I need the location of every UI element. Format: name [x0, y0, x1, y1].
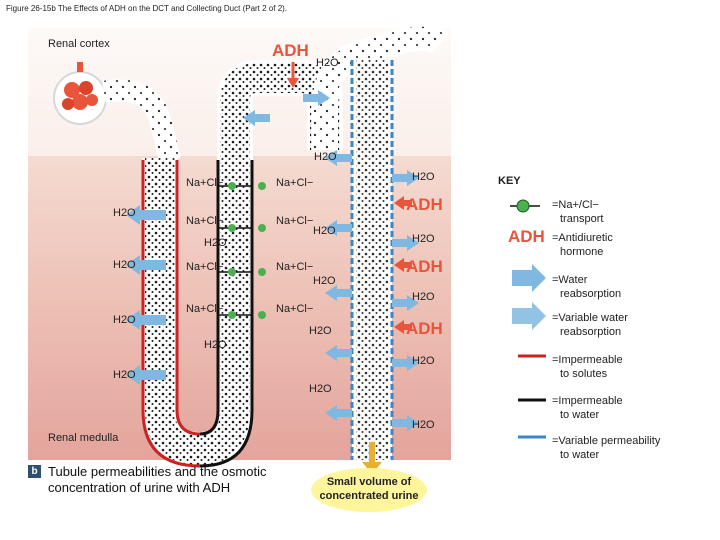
adh-label-2: ADH [406, 257, 443, 276]
key-item-variable-water: =Variable water reabsorption [552, 312, 628, 338]
loop-fluid [145, 63, 340, 466]
ascending-limb-inner-wall [199, 160, 220, 436]
h2o-label: H2O [113, 314, 136, 326]
adh-label-top: ADH [272, 41, 309, 60]
key-item-water-reabsorption: =Water reabsorption [552, 274, 622, 300]
nacl-label: Na+Cl− [276, 303, 313, 315]
urine-flow-arrow-icon [362, 462, 382, 474]
nacl-label: Na+Cl− [276, 177, 313, 189]
h2o-label: H2O [113, 207, 136, 219]
glomerulus [62, 62, 98, 110]
h2o-label: H2O [113, 369, 136, 381]
key-item-impermeable-water: =Impermeable to water [552, 395, 623, 421]
h2o-label: H2O [204, 339, 227, 351]
h2o-label: H2O [113, 259, 136, 271]
adh-label-3: ADH [406, 319, 443, 338]
descending-limb-outer-wall [141, 160, 201, 468]
nacl-label: Na+Cl− [276, 261, 313, 273]
collecting-duct-fluid [356, 60, 388, 460]
adh-arrows-collecting-duct [394, 196, 412, 334]
figure-caption: Figure 26-15b The Effects of ADH on the … [6, 4, 288, 13]
nacl-label: Na+Cl− [186, 261, 223, 273]
h2o-label: H2O [314, 151, 337, 163]
h2o-label: H2O [316, 57, 339, 69]
proximal-tubule-fluid [102, 79, 181, 163]
h2o-label: H2O [313, 225, 336, 237]
part-description: Tubule permeabilities and the osmotic co… [48, 464, 267, 495]
h2o-label: H2O [309, 383, 332, 395]
h2o-label: H2O [309, 325, 332, 337]
adh-label-1: ADH [406, 195, 443, 214]
water-arrows-descending [126, 205, 166, 385]
renal-medulla-label: Renal medulla [48, 432, 119, 444]
h2o-label: H2O [204, 237, 227, 249]
nacl-label: Na+Cl− [186, 215, 223, 227]
descending-limb-inner-wall [175, 160, 201, 436]
key-variable-water-icon [512, 302, 546, 330]
key-item-transport: =Na+/Cl− transport [552, 199, 604, 225]
ascending-limb-outer-wall [199, 160, 254, 468]
key-adh-text: ADH [508, 227, 545, 246]
h2o-label: H2O [412, 233, 435, 245]
urine-blob [311, 468, 427, 512]
h2o-label: H2O [412, 171, 435, 183]
key-item-variable-permeability: =Variable permeability to water [552, 435, 661, 461]
water-arrows-collecting-duct [325, 150, 419, 431]
key-item-impermeable-solutes: =Impermeable to solutes [552, 354, 623, 380]
key-title: KEY [498, 175, 521, 187]
h2o-label: H2O [412, 355, 435, 367]
dct-fluid [314, 26, 448, 150]
h2o-label: H2O [412, 419, 435, 431]
nacl-label: Na+Cl− [186, 303, 223, 315]
h2o-label: H2O [412, 291, 435, 303]
renal-cortex-label: Renal cortex [48, 38, 110, 50]
urine-label: Small volume of concentrated urine [319, 476, 419, 502]
key-water-reabsorption-icon [512, 264, 546, 292]
nacl-transport-icons [218, 182, 266, 319]
key-transport-icon [510, 199, 540, 213]
adh-top-arrow-icon [287, 78, 299, 88]
key-item-adh: =Antidiuretic hormone [552, 232, 613, 258]
part-badge: b [28, 465, 41, 478]
nacl-label: Na+Cl− [276, 215, 313, 227]
h2o-label: H2O [313, 275, 336, 287]
water-arrows-dct [243, 90, 330, 126]
nacl-label: Na+Cl− [186, 177, 223, 189]
